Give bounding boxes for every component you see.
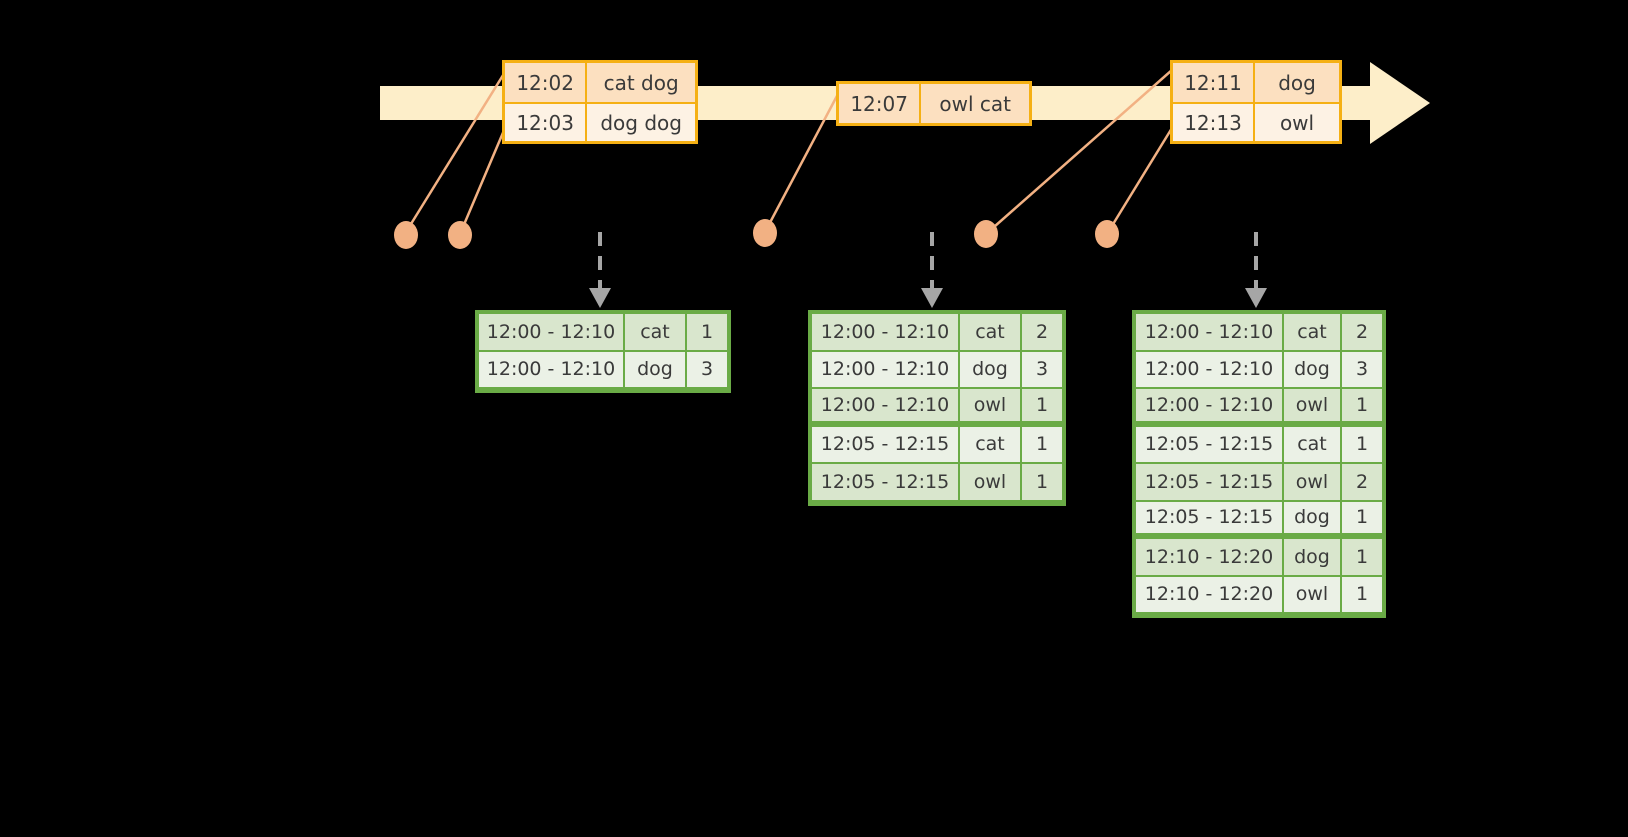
cell-count: 3 [1342,351,1382,389]
cell-window-range: 12:00 - 12:10 [1136,351,1284,389]
timeline-event-row[interactable]: 12:11 dog [1173,63,1339,102]
cell-window-range: 12:05 - 12:15 [1136,501,1284,535]
cell-word: cat [625,314,687,352]
event-words: owl [1255,104,1339,141]
cell-count: 1 [1022,389,1062,423]
cell-window-range: 12:05 - 12:15 [812,426,960,464]
event-words: cat dog [587,63,695,102]
table-row[interactable]: 12:05 - 12:15 cat 1 [812,426,1062,464]
cell-window-range: 12:05 - 12:15 [1136,426,1284,464]
window-results-table-1[interactable]: 12:00 - 12:10 cat 1 12:00 - 12:10 dog 3 [475,310,731,393]
event-time: 12:13 [1173,104,1256,141]
cell-count: 1 [1342,576,1382,614]
event-words: dog dog [587,104,695,141]
timeline-event-row[interactable]: 12:07 owl cat [839,84,1029,123]
emit-arrow-2 [921,232,943,308]
table-row[interactable]: 12:05 - 12:15 cat 1 [1136,426,1382,464]
cell-count: 1 [1342,389,1382,423]
cell-count: 3 [687,351,727,389]
timeline-event-box-1[interactable]: 12:02 cat dog 12:03 dog dog [502,60,698,144]
window-results-table-3[interactable]: 12:00 - 12:10 cat 2 12:00 - 12:10 dog 3 … [1132,310,1386,618]
table-row[interactable]: 12:00 - 12:10 dog 3 [479,351,727,389]
event-dots [394,219,1119,249]
window-results-table-2[interactable]: 12:00 - 12:10 cat 2 12:00 - 12:10 dog 3 … [808,310,1066,506]
cell-word: owl [1284,389,1342,423]
cell-count: 2 [1342,464,1382,502]
timeline-event-box-3[interactable]: 12:11 dog 12:13 owl [1170,60,1342,144]
cell-word: cat [1284,314,1342,352]
cell-word: dog [1284,501,1342,535]
cell-count: 2 [1022,314,1062,352]
emit-arrow-1 [589,232,611,308]
cell-word: cat [1284,426,1342,464]
table-row[interactable]: 12:05 - 12:15 owl 1 [812,464,1062,502]
cell-window-range: 12:00 - 12:10 [479,351,625,389]
event-words: dog [1255,63,1339,102]
table-row[interactable]: 12:00 - 12:10 cat 2 [1136,314,1382,352]
cell-window-range: 12:00 - 12:10 [812,351,960,389]
emit-arrow-3 [1245,232,1267,308]
cell-word: dog [1284,539,1342,577]
table-row[interactable]: 12:10 - 12:20 owl 1 [1136,576,1382,614]
event-time: 12:11 [1173,63,1256,102]
cell-window-range: 12:00 - 12:10 [479,314,625,352]
emit-arrows [589,232,1267,308]
table-row[interactable]: 12:00 - 12:10 cat 1 [479,314,727,352]
cell-word: owl [1284,464,1342,502]
cell-count: 1 [687,314,727,352]
table-row[interactable]: 12:10 - 12:20 dog 1 [1136,539,1382,577]
cell-window-range: 12:05 - 12:15 [1136,464,1284,502]
cell-word: dog [625,351,687,389]
cell-count: 1 [1342,426,1382,464]
table-row[interactable]: 12:00 - 12:10 dog 3 [1136,351,1382,389]
cell-word: owl [1284,576,1342,614]
cell-window-range: 12:10 - 12:20 [1136,539,1284,577]
cell-count: 2 [1342,314,1382,352]
cell-count: 1 [1342,539,1382,577]
table-row[interactable]: 12:00 - 12:10 owl 1 [1136,389,1382,427]
cell-count: 3 [1022,351,1062,389]
timeline-event-box-2[interactable]: 12:07 owl cat [836,81,1032,126]
table-row[interactable]: 12:05 - 12:15 dog 1 [1136,501,1382,539]
event-time: 12:02 [505,63,588,102]
cell-window-range: 12:00 - 12:10 [1136,389,1284,423]
cell-count: 1 [1022,426,1062,464]
event-time: 12:07 [839,84,922,123]
cell-count: 1 [1342,501,1382,535]
cell-word: owl [960,389,1022,423]
event-time: 12:03 [505,104,588,141]
cell-word: dog [1284,351,1342,389]
timeline-event-row[interactable]: 12:13 owl [1173,102,1339,141]
timeline-event-row[interactable]: 12:02 cat dog [505,63,695,102]
cell-window-range: 12:10 - 12:20 [1136,576,1284,614]
cell-window-range: 12:00 - 12:10 [812,314,960,352]
table-row[interactable]: 12:00 - 12:10 cat 2 [812,314,1062,352]
cell-window-range: 12:05 - 12:15 [812,464,960,502]
cell-count: 1 [1022,464,1062,502]
cell-word: cat [960,426,1022,464]
cell-window-range: 12:00 - 12:10 [1136,314,1284,352]
event-words: owl cat [921,84,1029,123]
table-row[interactable]: 12:05 - 12:15 owl 2 [1136,464,1382,502]
table-row[interactable]: 12:00 - 12:10 dog 3 [812,351,1062,389]
cell-word: dog [960,351,1022,389]
cell-word: owl [960,464,1022,502]
cell-word: cat [960,314,1022,352]
timeline-event-row[interactable]: 12:03 dog dog [505,102,695,141]
table-row[interactable]: 12:00 - 12:10 owl 1 [812,389,1062,427]
cell-window-range: 12:00 - 12:10 [812,389,960,423]
